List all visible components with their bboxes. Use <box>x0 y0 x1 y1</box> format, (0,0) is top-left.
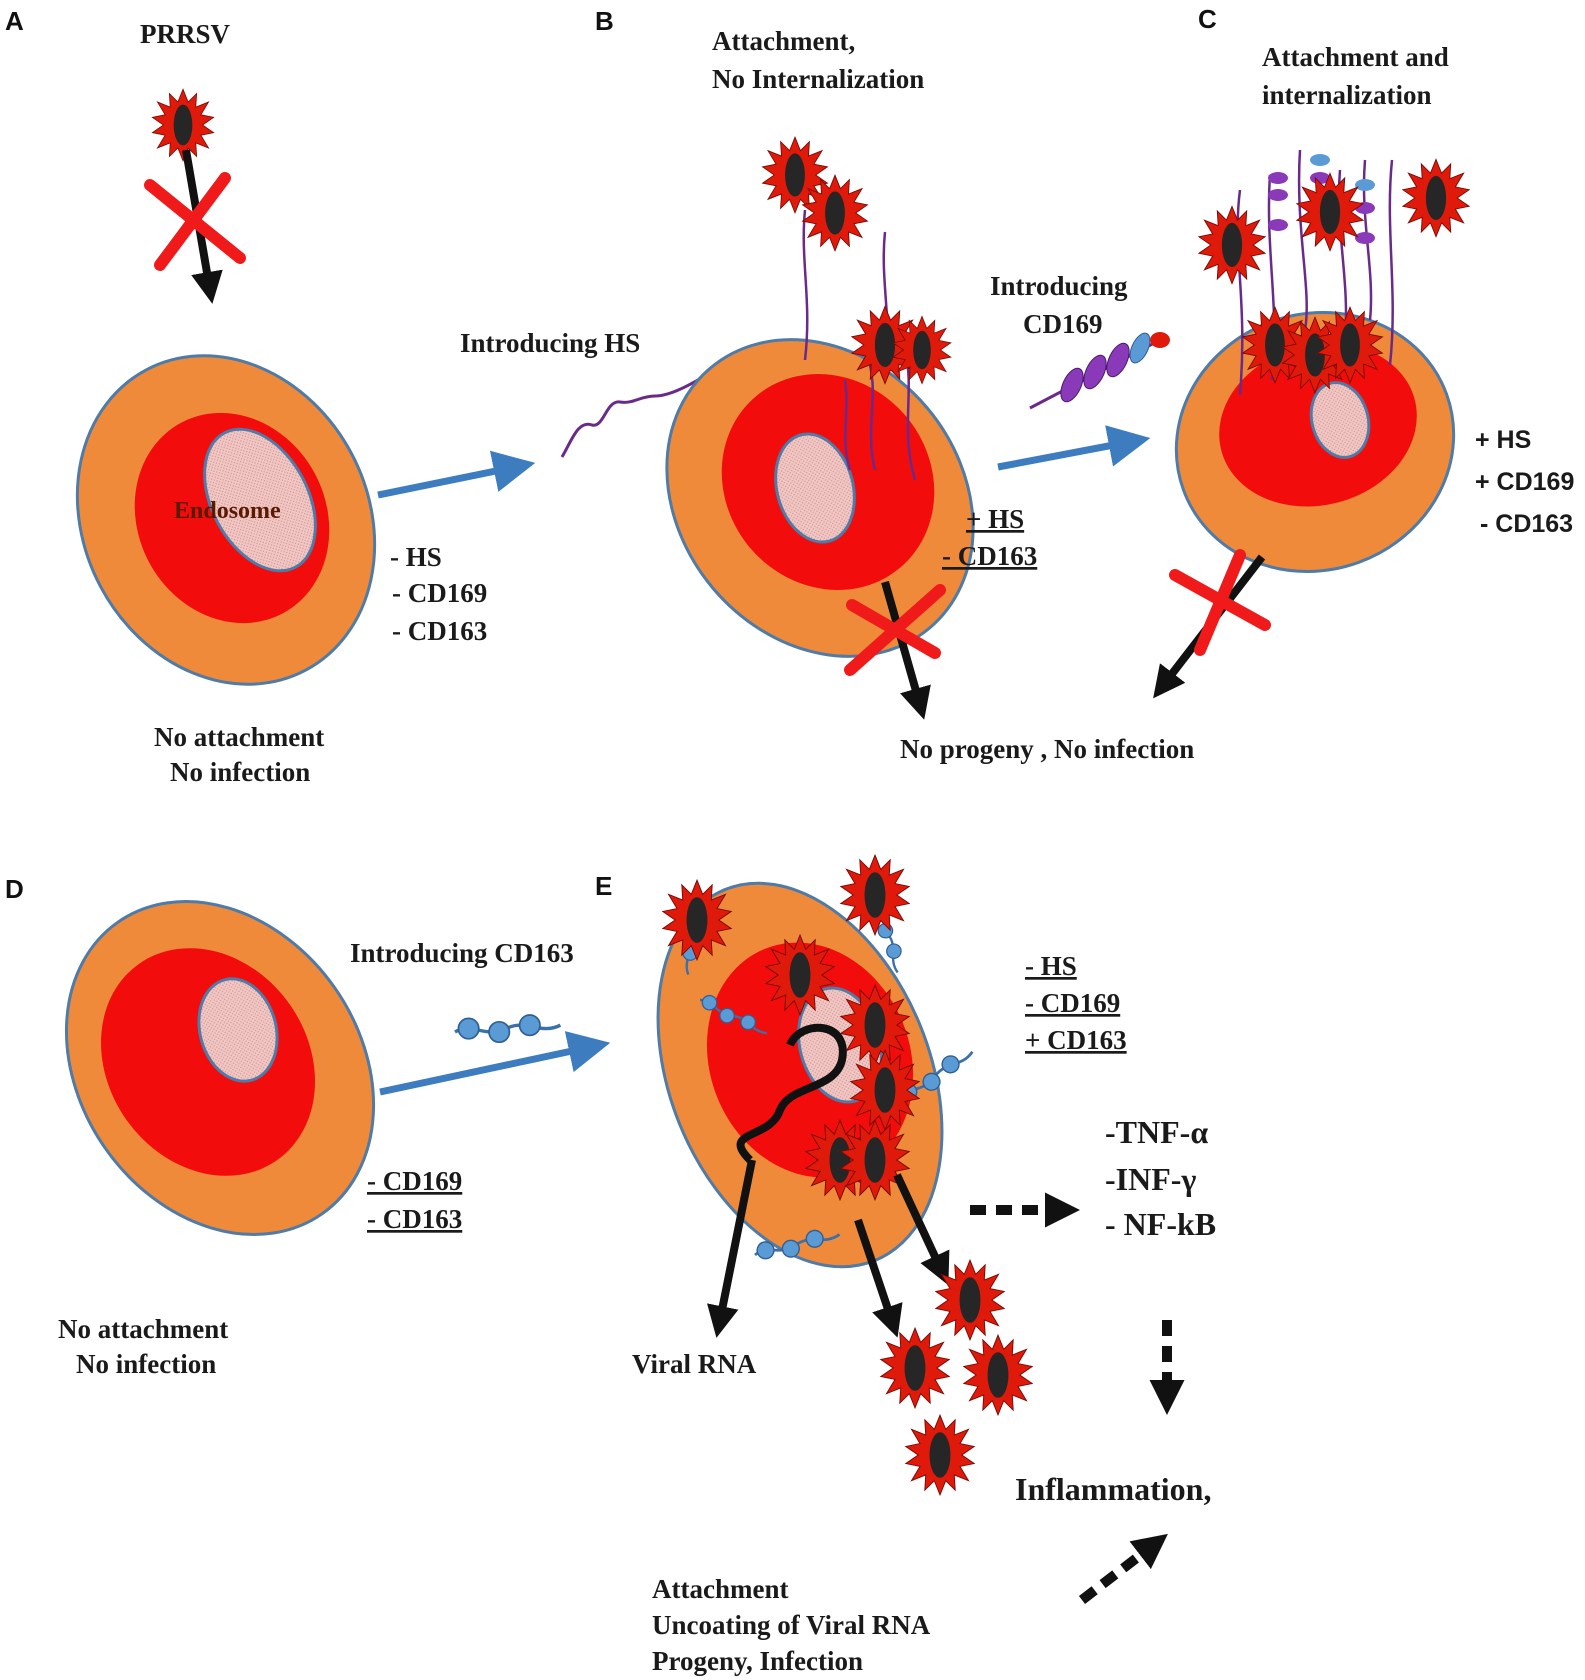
marker-e-cd169: - CD169 <box>1025 988 1120 1018</box>
marker-b-hs: + HS <box>966 504 1024 534</box>
marker-c-cd169: + CD169 <box>1475 468 1574 496</box>
block-x-icon <box>144 172 246 271</box>
cytokine-tnf: -TNF-α <box>1105 1114 1208 1150</box>
marker-c-hs: + HS <box>1475 426 1531 454</box>
endosome-label: Endosome <box>174 498 281 524</box>
panel-e: E - HS - CD169 + CD163 Viral RNA <box>595 854 1216 1676</box>
block-x-icon <box>1169 549 1271 656</box>
hs-chain-icon <box>560 371 711 458</box>
outcome-a-line2: No infection <box>170 757 310 787</box>
viral-rna-strand <box>736 1023 847 1163</box>
panel-letter-b: B <box>595 6 614 36</box>
marker-a-hs: - HS <box>390 542 442 572</box>
outcome-a-line1: No attachment <box>154 722 324 752</box>
arrow-d-to-e <box>379 1031 611 1096</box>
virus-particle <box>1198 205 1266 285</box>
cd169-protein-icon <box>1029 332 1170 410</box>
title-c-line2: internalization <box>1262 80 1432 110</box>
progeny-arrow <box>854 1218 903 1338</box>
intro-cd163-label: Introducing CD163 <box>350 938 574 968</box>
cytokine-inf: -INF-γ <box>1105 1161 1196 1197</box>
outcome-e-line3: Progeny, Infection <box>652 1646 863 1676</box>
cytokine-nfkb: - NF-kB <box>1105 1206 1216 1242</box>
virus-particle <box>905 1414 975 1496</box>
intro-hs-label: Introducing HS <box>460 328 640 358</box>
title-b-line1: Attachment, <box>712 26 855 56</box>
blocked-arrow <box>881 580 931 720</box>
arrow-b-to-c <box>997 425 1151 471</box>
title-b-line2: No Internalization <box>712 64 924 94</box>
arrow-a-to-b <box>377 450 536 499</box>
outcome-bc: No progeny , No infection <box>900 734 1194 764</box>
panel-letter-e: E <box>595 871 612 901</box>
prrsv-label: PRRSV <box>140 19 231 49</box>
outcome-e-line2: Uncoating of Viral RNA <box>652 1610 931 1640</box>
block-x-icon <box>844 584 946 676</box>
marker-c-cd163: - CD163 <box>1480 510 1573 538</box>
marker-d-cd169: - CD169 <box>367 1166 462 1196</box>
outcome-d-line1: No attachment <box>58 1314 228 1344</box>
marker-b-cd163: - CD163 <box>942 541 1037 571</box>
marker-a-cd169: - CD169 <box>392 578 487 608</box>
marker-a-cd163: - CD163 <box>392 616 487 646</box>
panel-letter-c: C <box>1198 4 1217 34</box>
virus-particle <box>880 1327 950 1409</box>
marker-e-hs: - HS <box>1025 951 1077 981</box>
cell-d <box>64 900 376 1236</box>
outcome-e-line1: Attachment <box>652 1574 788 1604</box>
panel-a: A PRRSV Endosome - HS - CD169 - CD163 No… <box>5 6 711 787</box>
panel-c: C Attachment and internalization + HS + <box>900 4 1574 764</box>
marker-e-cd163: + CD163 <box>1025 1025 1127 1055</box>
inflammation-label: Inflammation, <box>1015 1471 1211 1507</box>
panel-letter-d: D <box>5 874 24 904</box>
outcome-d-line2: No infection <box>76 1349 216 1379</box>
outcome-dashed-arrow <box>1078 1533 1168 1604</box>
virus-particle <box>1402 158 1470 238</box>
marker-d-cd163: - CD163 <box>367 1204 462 1234</box>
cell-c <box>1174 311 1456 573</box>
panel-letter-a: A <box>5 6 24 36</box>
title-c-line1: Attachment and <box>1262 42 1449 72</box>
viral-rna-arrow <box>707 1159 756 1338</box>
panel-d: D - CD169 - CD163 No attachment No infec… <box>5 874 611 1379</box>
panel-b: B Attachment, No Internalization + HS - … <box>595 6 1170 720</box>
intro-cd169-label-line1: Introducing <box>990 271 1128 301</box>
intro-cd169-label-line2: CD169 <box>1023 309 1103 339</box>
cd163-protein-icon <box>453 1013 563 1044</box>
virus-particle <box>963 1334 1033 1416</box>
virus-particle <box>1296 172 1364 252</box>
cell-a <box>75 354 377 686</box>
progeny-arrow <box>893 1173 950 1286</box>
virus-particle <box>151 88 215 162</box>
viral-rna-label: Viral RNA <box>632 1349 757 1379</box>
cell-b <box>665 338 975 658</box>
cd169-receptors-c <box>1268 154 1375 244</box>
